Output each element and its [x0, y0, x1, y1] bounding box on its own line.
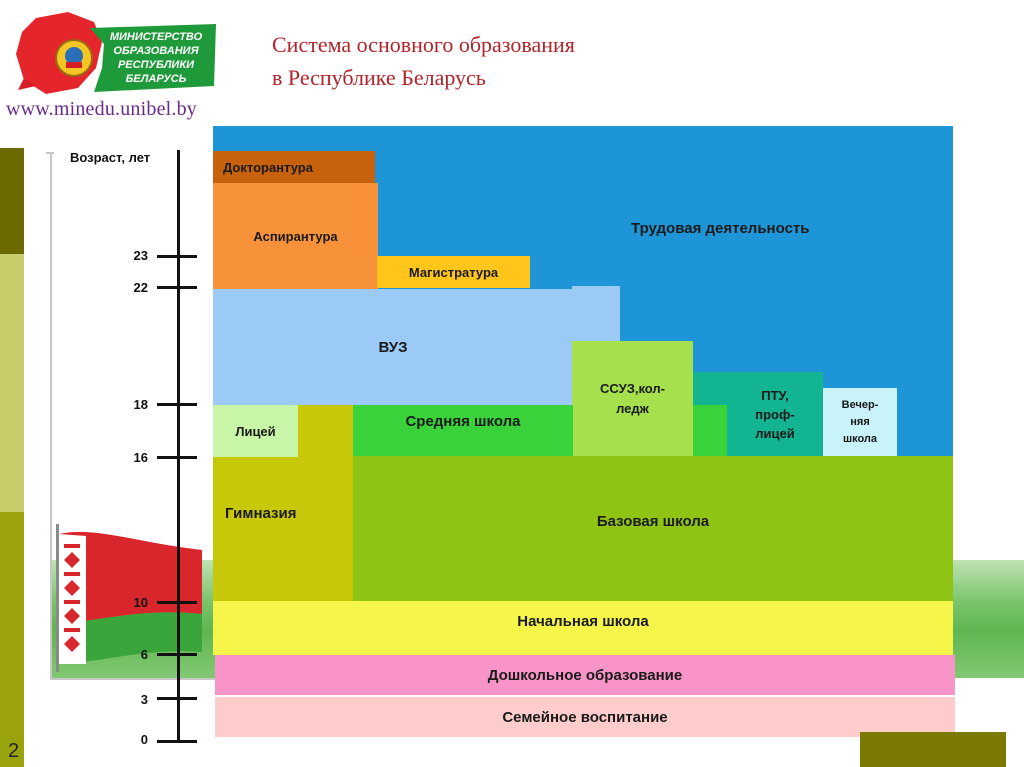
side-strip-light — [0, 254, 24, 512]
side-strip-mid — [0, 512, 24, 767]
aspirantura-label: Аспирантура — [253, 228, 338, 244]
title-line-2: в Республике Беларусь — [272, 65, 486, 90]
tick-18 — [157, 403, 197, 406]
gymnasium-label: Гимназия — [225, 504, 297, 522]
evening-label-line-2: няя — [850, 415, 870, 428]
tick-label-16: 16 — [133, 450, 148, 465]
tick-label-3: 3 — [140, 692, 148, 707]
slide-number: 2 — [8, 740, 20, 762]
secondary-label: Средняя школа — [405, 413, 521, 430]
axis-title: Возраст, лет — [70, 150, 151, 165]
evening-label-line-3: школа — [842, 432, 878, 445]
ptu-label-line-1: ПТУ, — [761, 387, 789, 403]
tick-16 — [157, 456, 197, 459]
doctorate-block: Докторантура — [213, 151, 375, 183]
ssuz-label-line-2: ледж — [616, 400, 649, 416]
corner-decoration — [860, 732, 1006, 767]
lyceum-block: Лицей — [213, 405, 298, 457]
tick-10 — [157, 601, 197, 604]
family-education-block: Семейное воспитание — [215, 697, 955, 737]
preschool-label: Дошкольное образование — [487, 666, 683, 684]
vuz-label: ВУЗ — [378, 338, 408, 356]
ssuz-block: ССУЗ,кол- ледж — [572, 341, 693, 456]
logo-line-3: РЕСПУБЛИКИ — [118, 59, 195, 71]
tick-label-6: 6 — [140, 647, 148, 662]
logo-line-2: ОБРАЗОВАНИЯ — [113, 45, 199, 57]
magistratura-label: Магистратура — [408, 264, 499, 280]
frame-left-line — [50, 152, 52, 680]
basic-label: Базовая школа — [596, 513, 710, 530]
logo-url[interactable]: www.minedu.unibel.by — [6, 98, 198, 120]
belarus-flag-icon — [54, 520, 206, 672]
tick-0 — [157, 740, 197, 743]
tick-3 — [157, 697, 197, 700]
tick-22 — [157, 286, 197, 289]
family-label: Семейное воспитание — [502, 708, 668, 726]
tick-label-10: 10 — [133, 595, 148, 610]
aspirantura-block: Аспирантура — [213, 183, 378, 289]
tick-label-0: 0 — [140, 732, 148, 747]
ptu-small-green — [693, 405, 727, 456]
magistratura-block: Магистратура — [377, 256, 530, 288]
logo-line-1: МИНИСТЕРСТВО — [110, 31, 203, 43]
primary-school-block: Начальная школа — [213, 601, 953, 655]
basic-school-block: Базовая школа — [353, 456, 953, 601]
evening-school-block: Вечер- няя школа — [823, 388, 897, 456]
vuz-block-extension — [572, 286, 620, 342]
tick-label-18: 18 — [133, 397, 148, 412]
logo-line-4: БЕЛАРУСЬ — [126, 73, 187, 85]
age-axis — [177, 150, 180, 742]
ssuz-label-line-1: ССУЗ,кол- — [600, 380, 665, 396]
doctorate-label: Докторантура — [223, 159, 313, 175]
ptu-label-line-2: проф- — [755, 406, 795, 422]
tick-label-22: 22 — [133, 280, 148, 295]
tick-label-23: 23 — [133, 248, 148, 263]
labor-label: Трудовая деятельность — [631, 220, 810, 237]
lyceum-label: Лицей — [235, 423, 276, 439]
frame-top-tick — [46, 152, 54, 154]
vuz-block: ВУЗ — [213, 289, 573, 405]
tick-6 — [157, 653, 197, 656]
title-line-1: Система основного образования — [272, 32, 575, 57]
evening-label-line-1: Вечер- — [841, 398, 879, 411]
ministry-logo: МИНИСТЕРСТВО ОБРАЗОВАНИЯ РЕСПУБЛИКИ БЕЛА… — [6, 8, 221, 120]
side-strip-dark — [0, 148, 24, 254]
page-title: Система основного образования в Республи… — [272, 28, 575, 94]
ptu-block: ПТУ, проф- лицей — [727, 372, 823, 456]
primary-label: Начальная школа — [517, 612, 649, 630]
ptu-label-line-3: лицей — [755, 425, 795, 441]
preschool-block: Дошкольное образование — [215, 655, 955, 695]
tick-23 — [157, 255, 197, 258]
